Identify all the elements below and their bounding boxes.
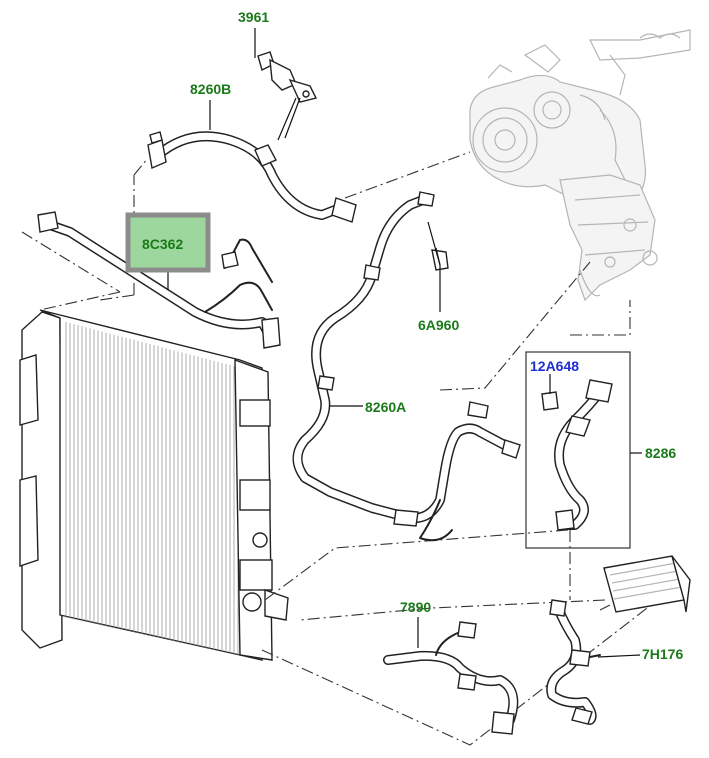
hose-7890 [383, 621, 519, 735]
radiator-drawing [19, 309, 289, 661]
hose-8286 [525, 351, 631, 549]
callout-8286[interactable]: 8286 [645, 445, 676, 461]
hose-8260a [292, 191, 521, 542]
callout-12a648[interactable]: 12A648 [530, 358, 579, 374]
callout-7890[interactable]: 7890 [400, 599, 431, 615]
callout-8260b[interactable]: 8260B [190, 81, 231, 97]
callout-8260a[interactable]: 8260A [365, 399, 406, 415]
bracket-3961 [257, 51, 318, 103]
callout-6a960[interactable]: 6A960 [418, 317, 459, 333]
hose-7h176 [546, 599, 601, 725]
pipe-8c362 [37, 211, 281, 349]
hose-8260b [147, 131, 357, 223]
oil-cooler-drawing [603, 555, 691, 613]
engine-assembly-drawing [469, 29, 691, 302]
callout-8c362[interactable]: 8C362 [142, 236, 183, 252]
callout-leaders [167, 28, 642, 658]
callout-3961[interactable]: 3961 [238, 9, 269, 25]
highlight-box-8c362 [125, 212, 211, 273]
callout-7h176[interactable]: 7H176 [642, 646, 683, 662]
